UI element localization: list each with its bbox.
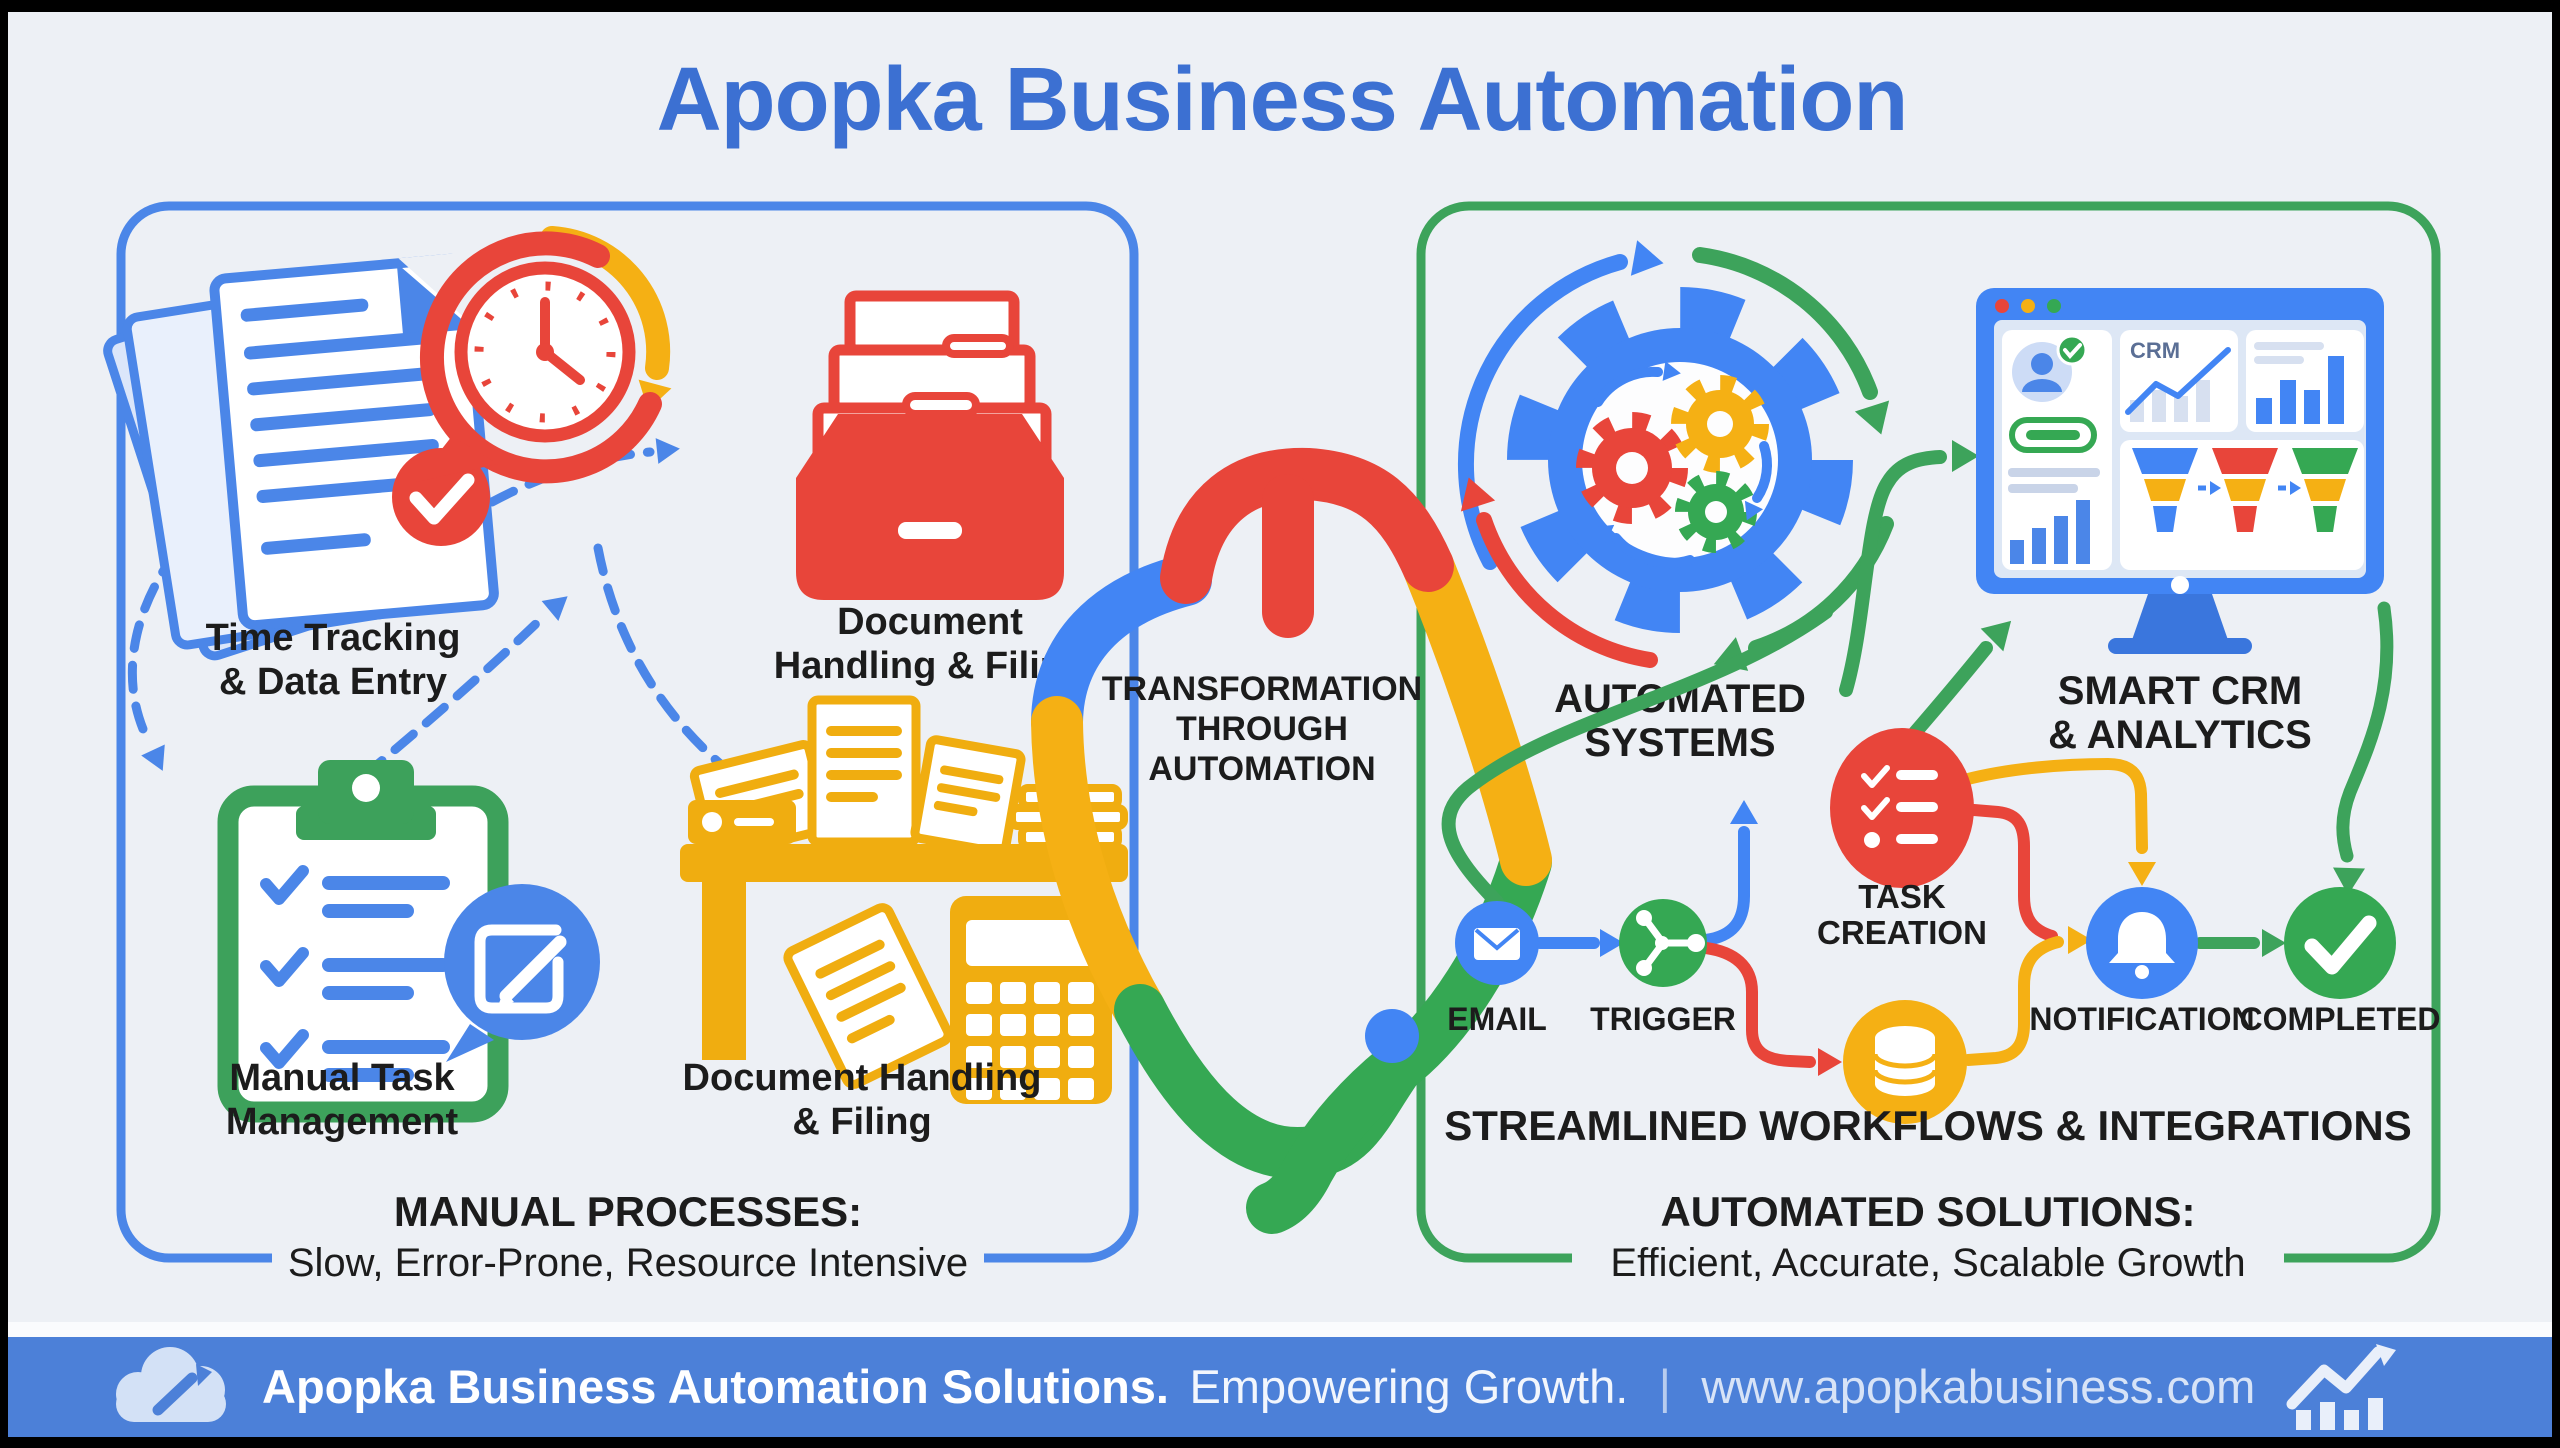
transformation-text-3: AUTOMATION: [1148, 750, 1375, 788]
footer-tagline: Empowering Growth.: [1189, 1360, 1628, 1413]
inner-cycle-arrows: [1593, 366, 1773, 569]
task-creation-icon: [1830, 728, 1974, 888]
label-smart-crm: SMART CRM: [2058, 669, 2302, 713]
documents-stack-icon: [103, 251, 499, 661]
cloud-icon: [116, 1347, 226, 1422]
streamlined-heading: STREAMLINED WORKFLOWS & INTEGRATIONS: [1444, 1102, 2412, 1149]
email-icon: [1455, 901, 1539, 985]
footer-brand: Apopka Business Automation Solutions.: [262, 1360, 1169, 1413]
frame-top: [0, 0, 2560, 12]
label-task-creation: TASK: [1858, 878, 1946, 915]
footer-url: www.apopkabusiness.com: [1700, 1360, 2255, 1413]
frame-bottom: [0, 1437, 2560, 1448]
workflow-connectors: [1534, 757, 2260, 1068]
clipboard-checklist: [260, 865, 450, 1082]
border-gap-right: [1572, 1228, 2284, 1290]
label-document-desk: Document Handling: [683, 1057, 1042, 1099]
label-email: EMAIL: [1447, 1001, 1547, 1037]
manual-processes-heading: MANUAL PROCESSES:: [394, 1188, 862, 1235]
transformation-text-1: TRANSFORMATION: [1102, 670, 1422, 708]
automated-solutions-heading: AUTOMATED SOLUTIONS:: [1660, 1188, 2195, 1235]
green-connectors: [1441, 450, 2394, 909]
transformation-arrow: [1031, 447, 1552, 1234]
automated-solutions-text: Efficient, Accurate, Scalable Growth: [1610, 1241, 2245, 1285]
notification-icon: [2086, 887, 2198, 999]
label-time-tracking: Time Tracking: [206, 617, 461, 659]
label-completed: COMPLETED: [2240, 1001, 2441, 1037]
label-manual-task-2: Management: [226, 1101, 459, 1143]
trending-up-icon: [2286, 1344, 2396, 1430]
database-icon: [1843, 1000, 1967, 1124]
crm-linechart-card: CRM: [2120, 330, 2238, 432]
crm-monitor-icon: CRM: [1976, 288, 2384, 654]
edit-bubble-icon: [444, 884, 600, 1062]
time-clock-icon: [416, 226, 672, 484]
border-gap-left: [272, 1228, 984, 1290]
green-arrowhead-up: [1980, 620, 2012, 652]
label-smart-crm-2: & ANALYTICS: [2048, 713, 2312, 757]
label-document-desk-2: & Filing: [792, 1101, 931, 1143]
label-time-tracking-2: & Data Entry: [219, 661, 447, 703]
label-automated-systems-2: SYSTEMS: [1584, 721, 1775, 765]
calculator-icon: [950, 896, 1112, 1104]
label-trigger: TRIGGER: [1590, 1001, 1736, 1037]
trigger-icon: [1619, 899, 1707, 987]
crm-funnels-card: [2120, 440, 2364, 570]
label-task-creation-2: CREATION: [1817, 914, 1987, 951]
crm-profile-card: [2002, 330, 2112, 570]
frame-right: [2552, 0, 2560, 1448]
label-manual-task: Manual Task: [229, 1057, 455, 1099]
footer-separator: |: [1659, 1360, 1671, 1413]
transformation-text-2: THROUGH: [1176, 710, 1348, 748]
workflow-arrowheads: [1600, 800, 2286, 1076]
small-gear-yellow: [1671, 375, 1769, 473]
clipboard-icon: [217, 760, 509, 1123]
footer-white-band: [8, 1322, 2552, 1337]
small-gear-red: [1576, 412, 1688, 524]
crm-screen-label: CRM: [2130, 338, 2180, 363]
label-document-filing-2: Handling & Filing: [774, 645, 1086, 687]
label-document-filing: Document: [837, 601, 1023, 643]
completed-icon: [2284, 887, 2396, 999]
footer-text: Apopka Business Automation Solutions. Em…: [262, 1360, 2255, 1413]
footer-bar: [8, 1337, 2552, 1437]
manual-processes-text: Slow, Error-Prone, Resource Intensive: [288, 1241, 968, 1285]
green-arrowhead-to-crm: [1952, 440, 1979, 472]
filing-cabinet-icon: [796, 290, 1064, 600]
green-arrowhead-down: [2333, 867, 2365, 895]
gears-icon: [1507, 287, 1853, 633]
frame-left: [0, 0, 8, 1448]
label-notification: NOTIFICATION: [2029, 1001, 2254, 1037]
check-badge-icon: [392, 448, 490, 546]
crm-barchart-card: [2246, 330, 2364, 432]
page-title: Apopka Business Automation: [657, 50, 1908, 150]
